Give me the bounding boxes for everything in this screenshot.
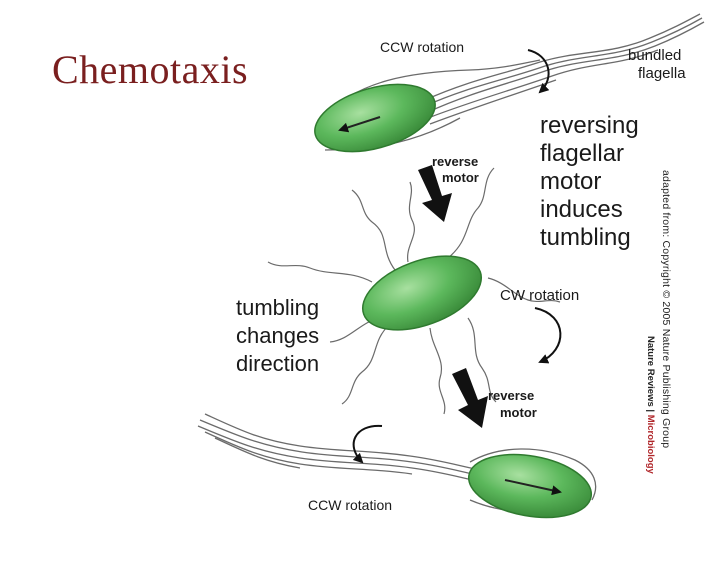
label-flagella: flagella xyxy=(638,65,686,82)
label-flagellar: flagellar xyxy=(540,140,624,167)
label-motor-bottom: motor xyxy=(500,405,537,420)
cw-rotation-arrow xyxy=(534,307,562,364)
swim-direction-arrow-top xyxy=(338,116,381,133)
label-reverse-top: reverse xyxy=(432,154,478,169)
label-cw-rotation: CW rotation xyxy=(500,287,579,304)
label-induces: induces xyxy=(540,196,623,223)
chemotaxis-diagram: CCW rotation bundled flagella reversing … xyxy=(197,13,705,519)
label-tumbling-left: tumbling xyxy=(236,295,319,320)
label-motor-top: motor xyxy=(442,170,479,185)
ccw-rotation-arrow-top xyxy=(527,49,550,94)
swim-direction-arrow-bottom xyxy=(504,479,562,496)
label-changes: changes xyxy=(236,323,319,348)
bacterium-top-flagella-bundle xyxy=(319,13,705,151)
label-reversing: reversing xyxy=(540,112,639,139)
journal-section: Microbiology xyxy=(645,414,656,474)
reverse-motor-arrow-bottom xyxy=(452,368,488,428)
label-bundled: bundled xyxy=(628,47,681,64)
label-direction: direction xyxy=(236,351,319,376)
bacterium-cell-middle xyxy=(361,255,483,331)
slide-title: Chemotaxis xyxy=(52,47,249,92)
reverse-motor-arrow-top xyxy=(418,165,452,222)
journal-name: Nature Reviews | xyxy=(645,336,656,415)
label-reverse-bottom: reverse xyxy=(488,388,534,403)
journal-credit: Nature Reviews | Microbiology xyxy=(642,336,656,576)
label-ccw-rotation-bottom: CCW rotation xyxy=(308,497,392,513)
label-tumbling-right: tumbling xyxy=(540,224,631,251)
label-motor: motor xyxy=(540,168,601,195)
label-ccw-rotation-top: CCW rotation xyxy=(380,39,464,55)
copyright-credit: adapted from: Copyright © 2005 Nature Pu… xyxy=(660,170,672,449)
ccw-rotation-arrow-bottom xyxy=(352,424,383,464)
